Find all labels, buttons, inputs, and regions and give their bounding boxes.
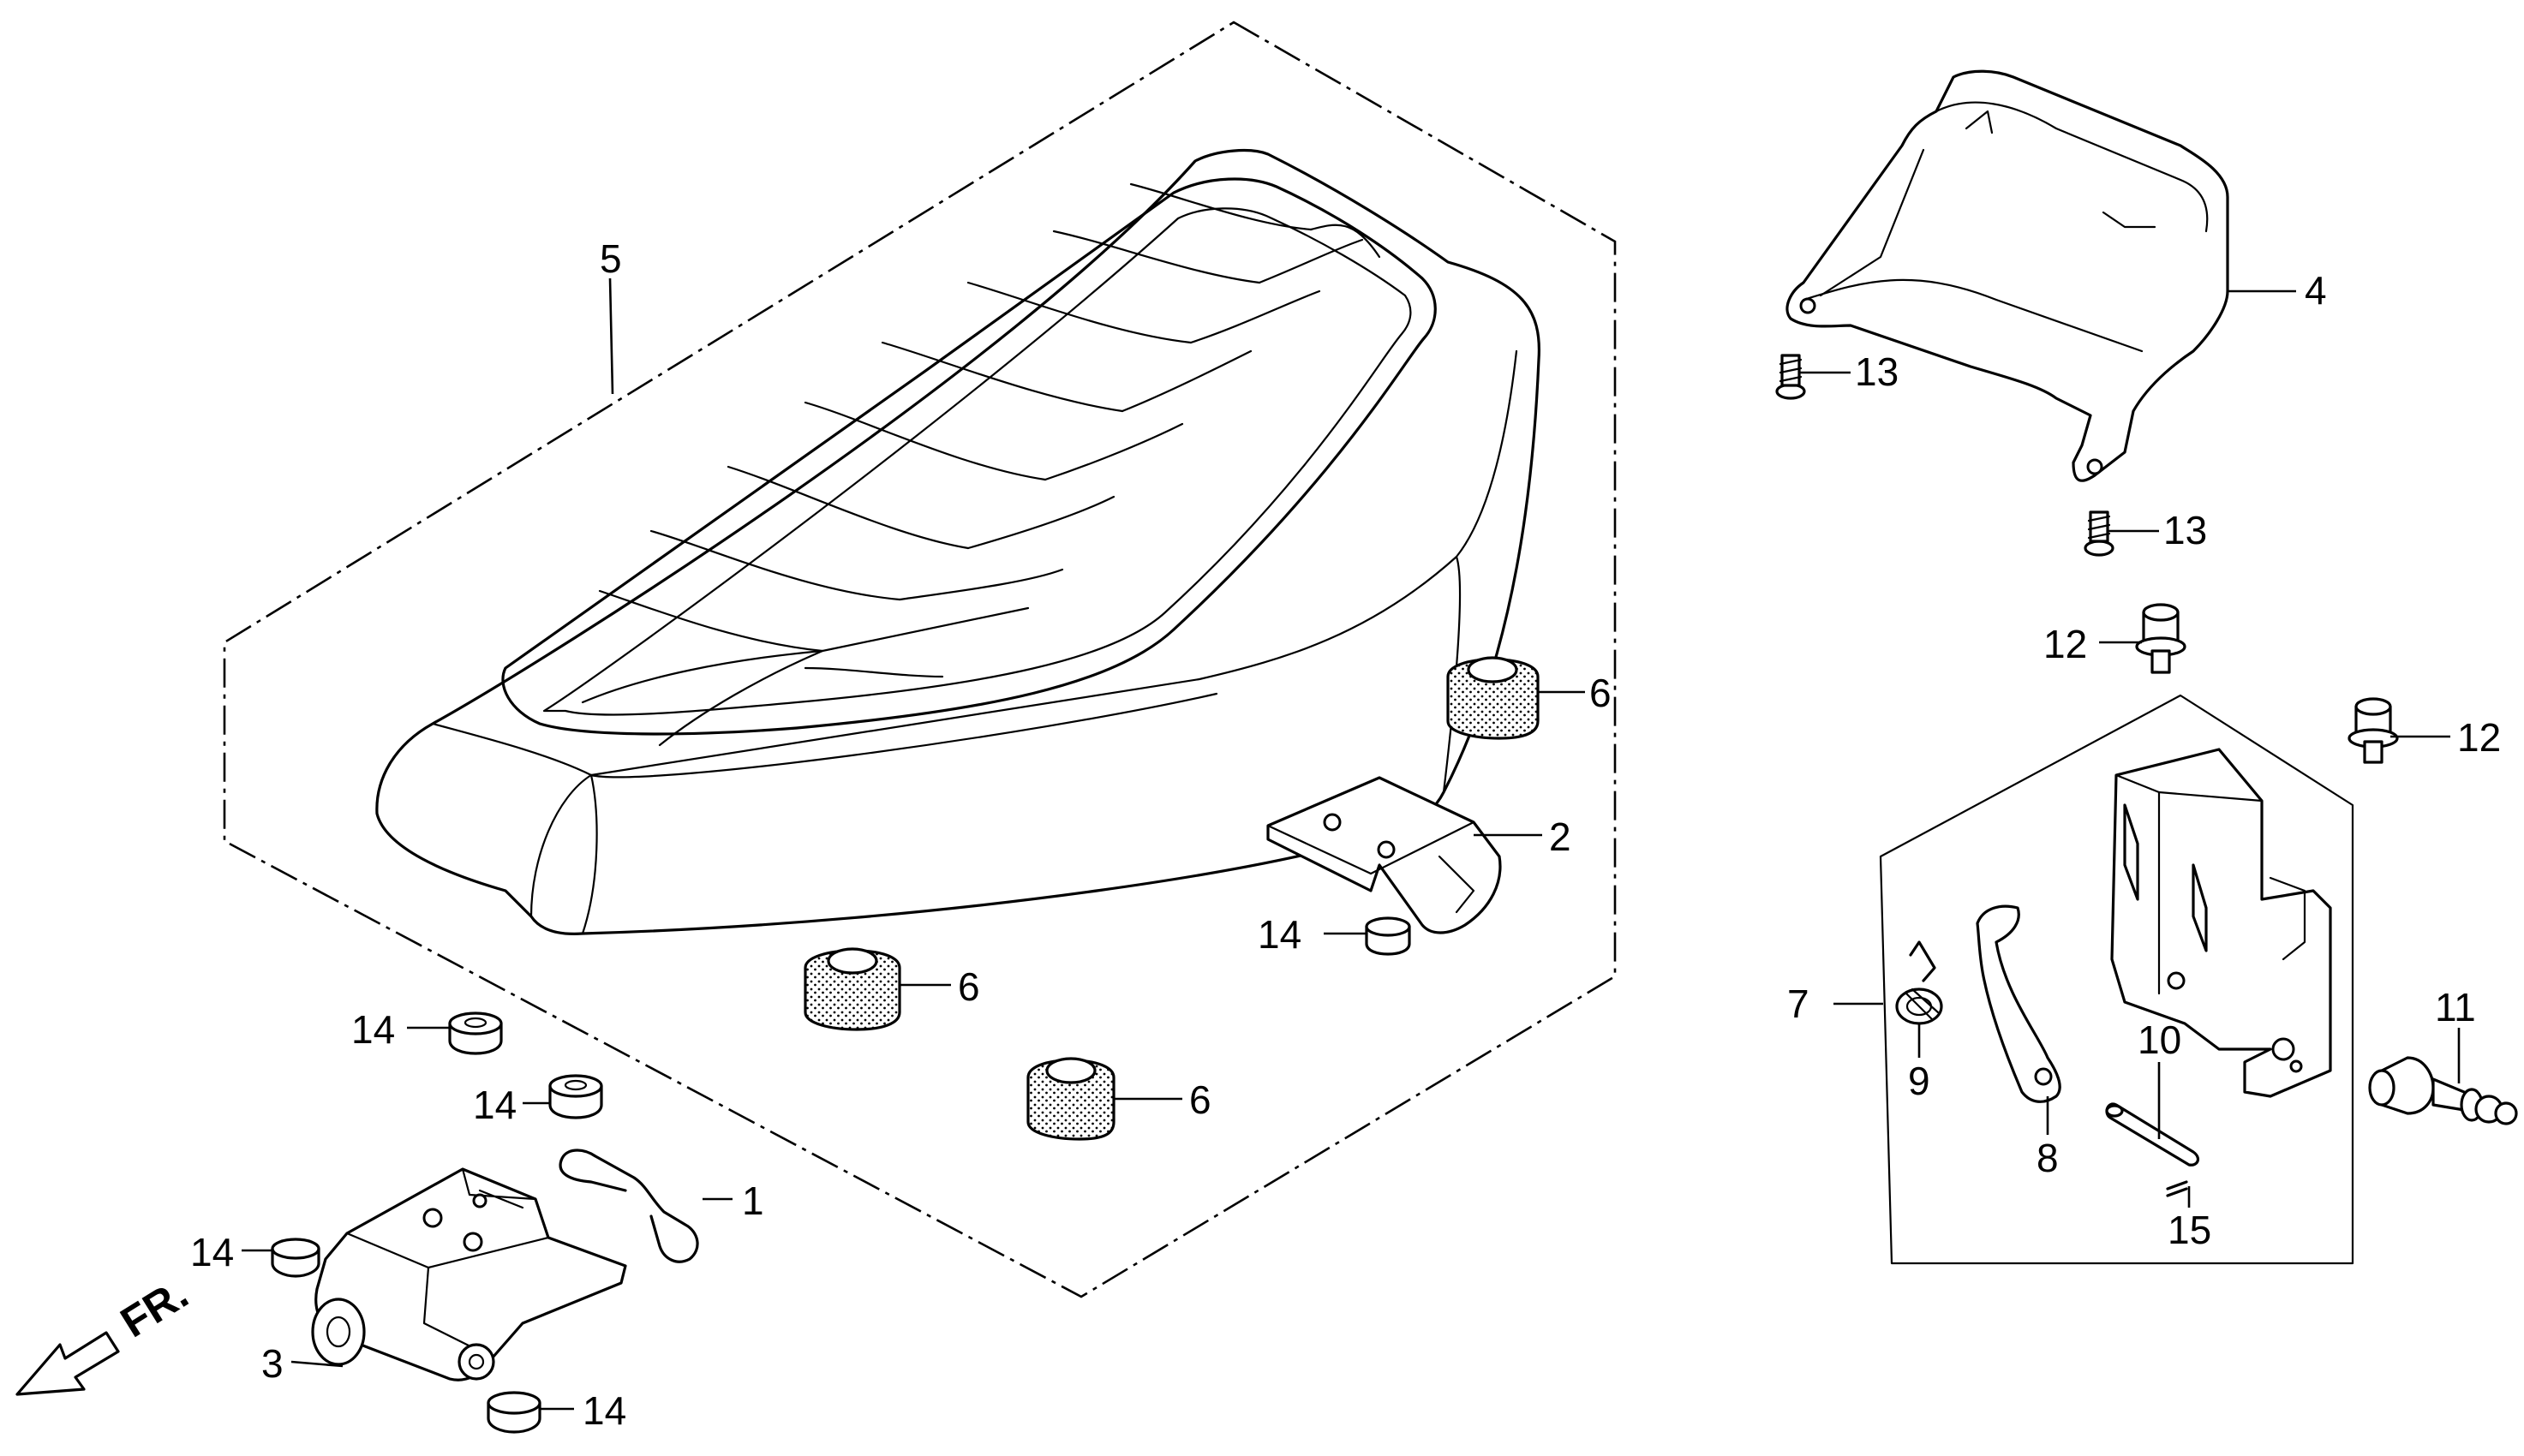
lock-bracket bbox=[2110, 748, 2332, 1098]
nut-c bbox=[548, 1074, 603, 1119]
hinge bbox=[311, 1167, 627, 1381]
nut-b bbox=[448, 1011, 503, 1055]
cushion-upper bbox=[1446, 656, 1540, 740]
callout-14e: 14 bbox=[583, 1388, 626, 1433]
callout-6b: 6 bbox=[958, 964, 980, 1009]
callout-2: 2 bbox=[1549, 815, 1571, 859]
cushion-left bbox=[804, 947, 901, 1031]
bolt-a bbox=[2135, 603, 2186, 674]
screw-a bbox=[1775, 354, 1806, 400]
callout-8: 8 bbox=[2037, 1136, 2059, 1180]
bolt-b bbox=[2348, 697, 2399, 764]
callout-11: 11 bbox=[2435, 985, 2476, 1029]
lock-knob bbox=[2368, 1056, 2518, 1125]
spring bbox=[1895, 940, 1943, 1025]
lock-lever bbox=[1976, 904, 2061, 1103]
cotter-pin bbox=[2166, 1180, 2188, 1197]
clip bbox=[559, 1149, 699, 1263]
callout-12a: 12 bbox=[2043, 622, 2087, 666]
callout-14b: 14 bbox=[351, 1007, 395, 1052]
seat-kit-boundary bbox=[223, 21, 1617, 1298]
screw-b bbox=[2084, 510, 2114, 557]
callout-12b: 12 bbox=[2457, 715, 2501, 760]
leader-lines bbox=[242, 277, 2461, 1411]
nut-a bbox=[1365, 916, 1411, 956]
callout-14d: 14 bbox=[190, 1230, 234, 1274]
callout-4: 4 bbox=[2305, 268, 2327, 313]
callout-13a: 13 bbox=[1855, 349, 1899, 394]
callout-3: 3 bbox=[261, 1341, 284, 1386]
pin bbox=[2105, 1102, 2200, 1167]
front-direction-arrow-icon bbox=[15, 1331, 120, 1396]
callout-7: 7 bbox=[1787, 982, 1809, 1026]
callout-5: 5 bbox=[600, 236, 622, 281]
nut-e bbox=[487, 1391, 541, 1434]
callout-10: 10 bbox=[2138, 1017, 2181, 1062]
callout-1: 1 bbox=[742, 1179, 764, 1223]
cushion-lower bbox=[1026, 1057, 1115, 1141]
lock-kit-boundary bbox=[1879, 694, 2354, 1265]
front-direction-label: FR. bbox=[112, 1269, 196, 1346]
callout-13b: 13 bbox=[2163, 508, 2207, 552]
callout-6c: 6 bbox=[1189, 1077, 1211, 1122]
callout-9: 9 bbox=[1908, 1059, 1930, 1103]
callout-14a: 14 bbox=[1258, 912, 1301, 957]
nut-d bbox=[271, 1238, 320, 1278]
callout-14c: 14 bbox=[473, 1083, 517, 1127]
grab-rail bbox=[1785, 69, 2229, 482]
seat bbox=[375, 149, 1541, 935]
callout-6a: 6 bbox=[1589, 671, 1612, 715]
callout-15: 15 bbox=[2168, 1208, 2211, 1252]
seat-bracket bbox=[1266, 776, 1502, 934]
